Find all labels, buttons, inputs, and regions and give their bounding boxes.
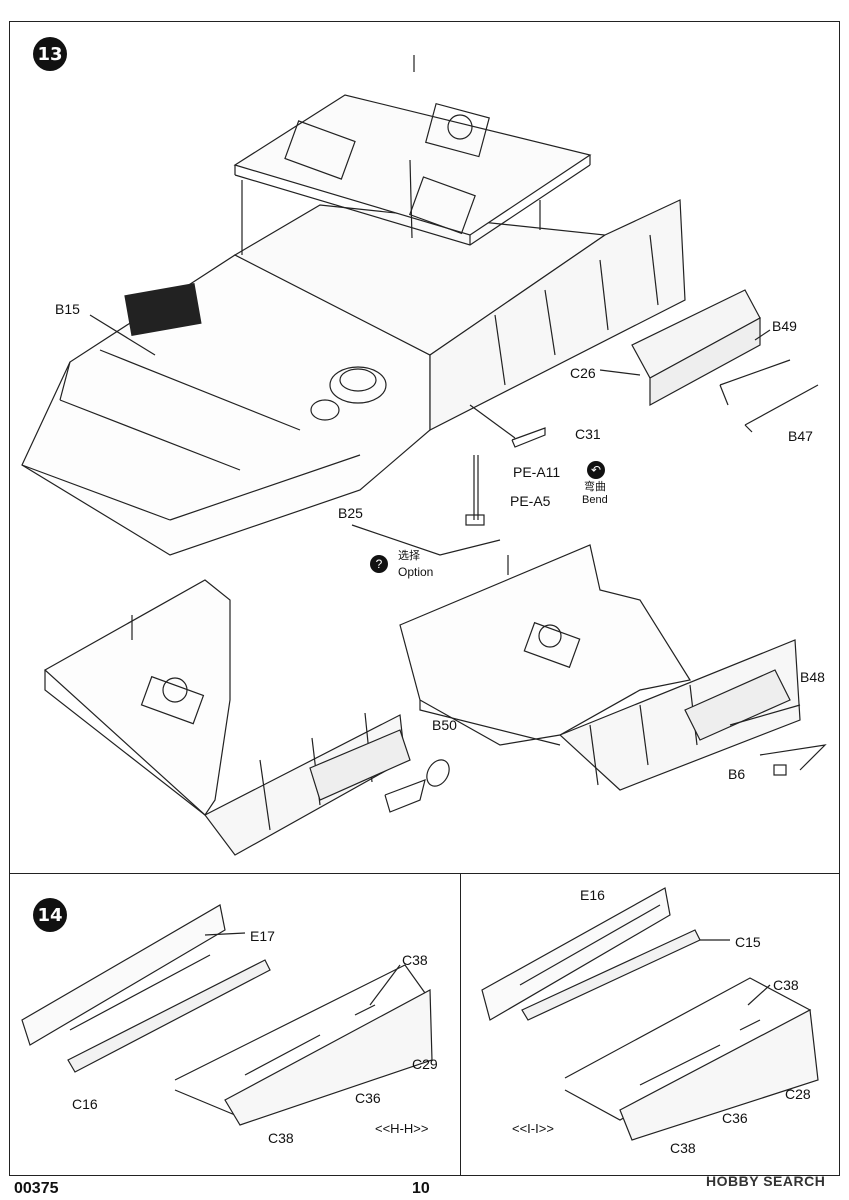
option-note-en: Option <box>398 565 434 579</box>
label-c29: C29 <box>412 1056 438 1072</box>
section-label-ii: <<I-I>> <box>512 1121 554 1136</box>
label-c38-left-top: C38 <box>402 952 428 968</box>
step-14-right-frame <box>460 873 840 1176</box>
step-13-badge: 13 <box>33 37 67 71</box>
label-c26: C26 <box>570 365 596 381</box>
step-14-badge: 14 <box>33 898 67 932</box>
label-c15: C15 <box>735 934 761 950</box>
question-icon: ? <box>370 555 388 573</box>
bend-arrow-icon: ↶ <box>587 461 605 479</box>
label-e16: E16 <box>580 887 605 903</box>
option-note-cn: 选择 <box>398 550 420 562</box>
label-b25: B25 <box>338 505 363 521</box>
label-e17: E17 <box>250 928 275 944</box>
label-c36-left: C36 <box>355 1090 381 1106</box>
label-b49: B49 <box>772 318 797 334</box>
label-b6: B6 <box>728 766 746 782</box>
label-b15: B15 <box>55 301 80 317</box>
label-pe-a5: PE-A5 <box>510 493 551 509</box>
label-c28: C28 <box>785 1086 811 1102</box>
bend-note-cn: 弯曲 <box>584 481 606 493</box>
product-code: 00375 <box>14 1180 59 1197</box>
page-number: 10 <box>412 1180 430 1197</box>
bend-note-en: Bend <box>582 494 608 506</box>
label-c31: C31 <box>575 426 601 442</box>
section-label-hh: <<H-H>> <box>375 1121 429 1136</box>
label-b48: B48 <box>800 669 825 685</box>
label-c38-right-bottom: C38 <box>670 1140 696 1156</box>
label-pe-a11: PE-A11 <box>513 464 561 480</box>
label-c36-right: C36 <box>722 1110 748 1126</box>
label-c38-right-top: C38 <box>773 977 799 993</box>
label-c38-left-bottom: C38 <box>268 1130 294 1146</box>
label-b47: B47 <box>788 428 813 444</box>
label-c16: C16 <box>72 1096 98 1112</box>
label-b50: B50 <box>432 717 457 733</box>
watermark: HOBBY SEARCH <box>706 1173 826 1189</box>
